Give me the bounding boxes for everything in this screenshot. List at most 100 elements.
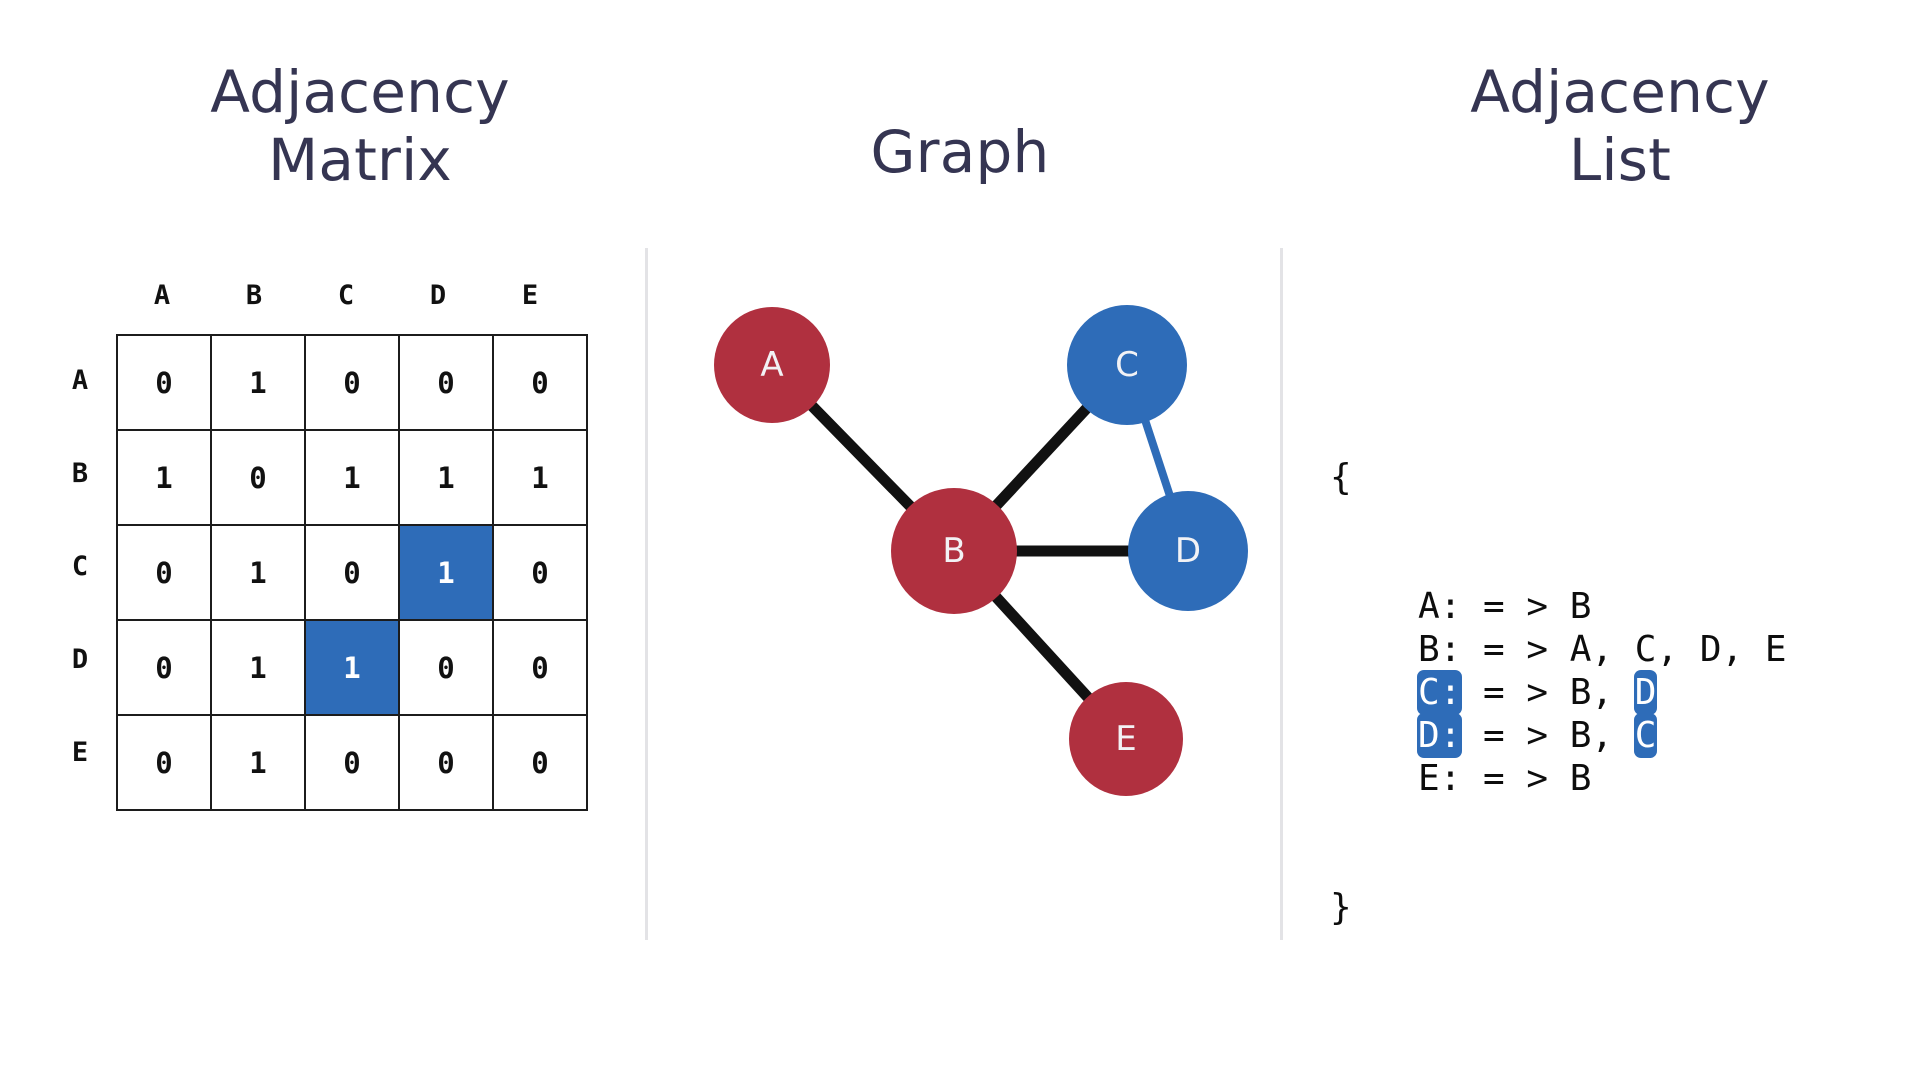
matrix-cell-d-d[interactable]: 0 xyxy=(398,619,494,716)
matrix-cell-e-d[interactable]: 0 xyxy=(398,714,494,811)
adjacency-list-separator: , xyxy=(1656,629,1700,670)
matrix-cell-e-b[interactable]: 1 xyxy=(210,714,306,811)
adjacency-list-key[interactable]: E: xyxy=(1418,758,1462,799)
matrix-cell-a-b[interactable]: 1 xyxy=(210,334,306,431)
graph-node-circle-b[interactable] xyxy=(891,488,1017,614)
matrix-row-header-b: B xyxy=(71,458,89,489)
graph-node-label-c: C xyxy=(1115,345,1139,385)
close-brace: } xyxy=(1330,887,1352,928)
adjacency-list-key[interactable]: C: xyxy=(1417,670,1463,715)
matrix-cell-a-e[interactable]: 0 xyxy=(492,334,588,431)
graph-node-group: A B C D E xyxy=(714,305,1248,796)
matrix-cell-b-b[interactable]: 0 xyxy=(210,429,306,526)
matrix-row-header-e: E xyxy=(71,737,89,768)
matrix-cell-b-d[interactable]: 1 xyxy=(398,429,494,526)
matrix-cell-b-a[interactable]: 1 xyxy=(116,429,212,526)
adjacency-list-arrow: = > xyxy=(1461,715,1570,756)
matrix-cell-d-c[interactable]: 1 xyxy=(304,619,400,716)
adjacency-list-separator: , xyxy=(1591,672,1635,713)
graph-panel: A B C D E xyxy=(645,0,1280,1080)
matrix-row-header-a: A xyxy=(71,365,89,396)
matrix-col-header-b: B xyxy=(245,280,263,311)
panel-divider-left xyxy=(645,248,648,940)
adjacency-list-neighbor[interactable]: D xyxy=(1633,670,1658,715)
adjacency-list-neighbor[interactable]: C xyxy=(1633,713,1658,758)
matrix-column-headers: A B C D E xyxy=(116,280,576,311)
adjacency-list-neighbor[interactable]: B xyxy=(1569,715,1592,756)
graph-node-label-a: A xyxy=(760,345,783,385)
adjacency-list-arrow: = > xyxy=(1461,586,1570,627)
matrix-cell-c-a[interactable]: 0 xyxy=(116,524,212,621)
adjacency-list-arrow: = > xyxy=(1461,758,1570,799)
matrix-cell-a-c[interactable]: 0 xyxy=(304,334,400,431)
graph-node-a[interactable]: A xyxy=(714,307,830,423)
graph-node-c[interactable]: C xyxy=(1067,305,1187,425)
matrix-cell-b-e[interactable]: 1 xyxy=(492,429,588,526)
matrix-col-header-c: C xyxy=(337,280,355,311)
panel-divider-right xyxy=(1280,248,1283,940)
graph-node-d[interactable]: D xyxy=(1128,491,1248,611)
graph-node-e[interactable]: E xyxy=(1069,682,1183,796)
adjacency-list-arrow: = > xyxy=(1461,629,1570,670)
adjacency-list-separator: , xyxy=(1591,629,1635,670)
graph-node-label-d: D xyxy=(1175,531,1201,571)
graph-node-circle-e[interactable] xyxy=(1069,682,1183,796)
adjacency-list-separator: , xyxy=(1721,629,1765,670)
adjacency-list-neighbor[interactable]: B xyxy=(1569,758,1592,799)
adjacency-matrix-title: Adjacency Matrix xyxy=(210,58,510,195)
adjacency-list-neighbor[interactable]: A xyxy=(1569,629,1592,670)
adjacency-list-entry-e[interactable]: E: = > B xyxy=(1330,757,1787,800)
graph-title: Graph xyxy=(870,118,1050,186)
matrix-cell-e-a[interactable]: 0 xyxy=(116,714,212,811)
graph-node-circle-c[interactable] xyxy=(1067,305,1187,425)
matrix-col-header-e: E xyxy=(521,280,539,311)
adjacency-list-neighbor[interactable]: B xyxy=(1569,672,1592,713)
graph-node-label-b: B xyxy=(942,531,965,571)
graph-node-b[interactable]: B xyxy=(891,488,1017,614)
adjacency-list-neighbor[interactable]: E xyxy=(1764,629,1787,670)
matrix-col-header-d: D xyxy=(429,280,447,311)
open-brace: { xyxy=(1330,457,1352,498)
adjacency-list-neighbor[interactable]: D xyxy=(1699,629,1722,670)
matrix-cell-e-c[interactable]: 0 xyxy=(304,714,400,811)
graph-node-circle-d[interactable] xyxy=(1128,491,1248,611)
matrix-col-header-a: A xyxy=(153,280,171,311)
matrix-cell-c-e[interactable]: 0 xyxy=(492,524,588,621)
adjacency-list-separator: , xyxy=(1591,715,1635,756)
matrix-cell-c-b[interactable]: 1 xyxy=(210,524,306,621)
adjacency-list-neighbor[interactable]: B xyxy=(1569,586,1592,627)
matrix-row-header-c: C xyxy=(71,551,89,582)
adjacency-list-entry-b[interactable]: B: = > A, C, D, E xyxy=(1330,628,1787,671)
matrix-cell-a-a[interactable]: 0 xyxy=(116,334,212,431)
matrix-cell-d-b[interactable]: 1 xyxy=(210,619,306,716)
matrix-cell-c-c[interactable]: 0 xyxy=(304,524,400,621)
matrix-cell-d-e[interactable]: 0 xyxy=(492,619,588,716)
graph-node-label-e: E xyxy=(1115,719,1136,759)
matrix-cell-b-c[interactable]: 1 xyxy=(304,429,400,526)
matrix-cell-e-e[interactable]: 0 xyxy=(492,714,588,811)
adjacency-list-title: Adjacency List xyxy=(1470,58,1770,195)
adjacency-list-arrow: = > xyxy=(1461,672,1570,713)
adjacency-list-entry-c[interactable]: C: = > B, D xyxy=(1330,670,1787,715)
graph-node-circle-a[interactable] xyxy=(714,307,830,423)
adjacency-list-entry-a[interactable]: A: = > B xyxy=(1330,585,1787,628)
adjacency-list-entry-d[interactable]: D: = > B, C xyxy=(1330,713,1787,758)
matrix-cell-a-d[interactable]: 0 xyxy=(398,334,494,431)
adjacency-list-key[interactable]: B: xyxy=(1418,629,1462,670)
adjacency-list-key[interactable]: A: xyxy=(1418,586,1462,627)
matrix-cell-c-d[interactable]: 1 xyxy=(398,524,494,621)
matrix-cell-d-a[interactable]: 0 xyxy=(116,619,212,716)
adjacency-list-key[interactable]: D: xyxy=(1417,713,1463,758)
adjacency-list-neighbor[interactable]: C xyxy=(1634,629,1657,670)
